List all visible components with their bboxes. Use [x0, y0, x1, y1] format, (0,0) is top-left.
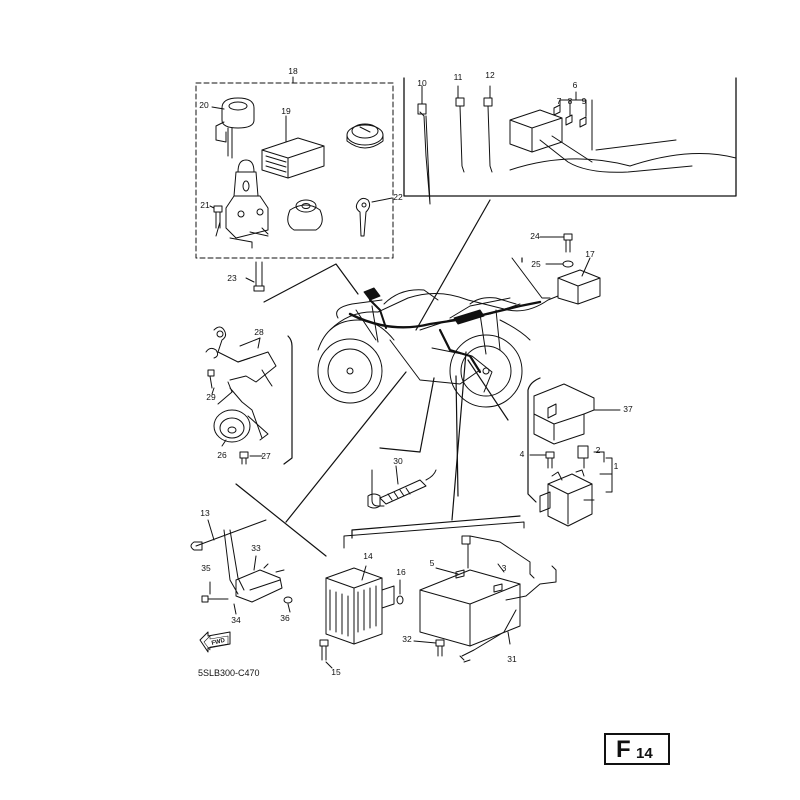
- diagram-code: 5SLB300-C470: [198, 668, 260, 678]
- sensor-30-group: [367, 465, 437, 509]
- figure-letter: F: [616, 736, 631, 763]
- horn-bracket-group: [205, 326, 277, 465]
- starter-relay-group: [529, 383, 621, 527]
- motorcycle-outline: [317, 287, 559, 408]
- figure-id-box: F 14: [604, 733, 670, 765]
- callout-16: 16: [396, 567, 406, 577]
- callout-11: 11: [454, 72, 463, 82]
- key-part: [355, 197, 393, 237]
- callout-33: 33: [251, 543, 261, 553]
- callout-26: 26: [217, 450, 227, 460]
- callout-2: 2: [596, 445, 601, 455]
- callout-5: 5: [430, 558, 435, 568]
- fwd-arrow-icon: [199, 631, 231, 653]
- relay-group: [511, 233, 601, 305]
- callout-34: 34: [231, 615, 241, 625]
- callout-19: 19: [281, 106, 291, 116]
- callout-28: 28: [254, 327, 264, 337]
- callout-22: 22: [393, 192, 403, 202]
- callout-25: 25: [531, 259, 541, 269]
- main-switch-part: [215, 159, 269, 249]
- callout-36: 36: [280, 613, 290, 623]
- callout-12: 12: [485, 70, 495, 80]
- bolt-21-part: [209, 205, 223, 229]
- ecu-part: [261, 115, 325, 179]
- callout-29: 29: [206, 392, 216, 402]
- callout-27: 27: [261, 451, 271, 461]
- callout-24: 24: [530, 231, 540, 241]
- steering-lock-part: [211, 97, 255, 159]
- callout-4: 4: [520, 449, 525, 459]
- callout-15: 15: [331, 667, 341, 677]
- callout-32: 32: [402, 634, 412, 644]
- bolt-23-part: [245, 261, 265, 292]
- battery-group: [413, 535, 557, 663]
- callout-18: 18: [288, 66, 298, 76]
- callout-8: 8: [568, 96, 573, 106]
- callout-23: 23: [227, 273, 237, 283]
- leader-lines: [235, 199, 541, 557]
- callout-31: 31: [507, 654, 517, 664]
- callout-14: 14: [363, 551, 373, 561]
- callout-6: 6: [573, 80, 578, 90]
- figure-number: 14: [636, 745, 653, 762]
- sidestand-switch-group: [190, 519, 293, 615]
- fwd-label: FWD: [211, 638, 226, 647]
- lock-set-group: [195, 76, 394, 292]
- callout-10: 10: [417, 78, 427, 88]
- callout-35: 35: [201, 563, 211, 573]
- callout-17: 17: [585, 249, 595, 259]
- callout-9: 9: [582, 96, 587, 106]
- rectifier-group: [319, 521, 525, 669]
- fuel-cap-part: [346, 123, 384, 149]
- callout-20: 20: [199, 100, 209, 110]
- callout-37: 37: [623, 404, 633, 414]
- seat-lock-part: [287, 199, 323, 231]
- callout-7: 7: [557, 96, 562, 106]
- callout-13: 13: [200, 508, 210, 518]
- callout-1: 1: [614, 461, 619, 471]
- callout-21: 21: [200, 200, 210, 210]
- callout-30: 30: [393, 456, 403, 466]
- callout-3: 3: [502, 563, 507, 573]
- wire-bands-group: [403, 77, 737, 205]
